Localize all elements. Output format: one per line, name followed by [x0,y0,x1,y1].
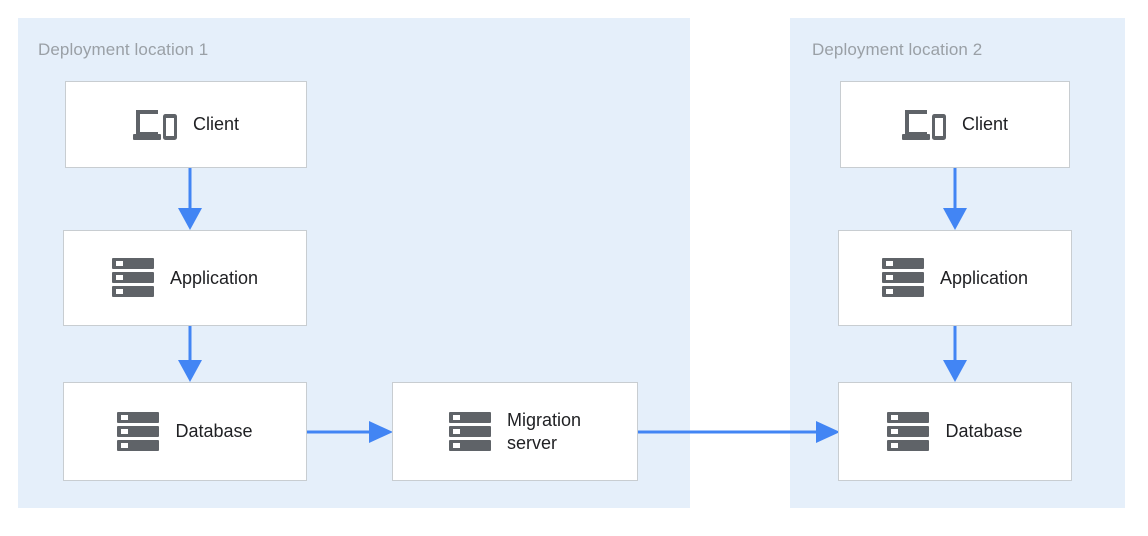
node-application-1[interactable]: Application [63,230,307,326]
node-application-2[interactable]: Application [838,230,1072,326]
node-application-1-label: Application [169,267,259,288]
deployment-zone-1-label: Deployment location 1 [38,40,209,59]
node-database-2-label: Database [945,421,1023,441]
server-icon [111,257,154,299]
connector-client2-to-application2 [933,168,977,232]
node-application-2-label: Application [939,267,1029,288]
node-client-2-label: Client [961,114,1009,134]
node-client-1[interactable]: Client [65,81,307,168]
node-migration-server[interactable]: Migration server [392,382,638,481]
devices-icon [901,107,946,143]
node-database-2[interactable]: Database [838,382,1072,481]
node-database-1-label: Database [175,421,253,441]
node-client-2[interactable]: Client [840,81,1070,168]
server-icon [117,411,160,453]
server-icon [448,411,491,453]
deployment-zone-2-label: Deployment location 2 [812,40,983,59]
server-icon [881,257,924,299]
devices-icon [132,107,177,143]
connector-application2-to-database2 [933,326,977,384]
node-client-1-label: Client [192,114,240,134]
server-icon [887,411,930,453]
connector-client1-to-application1 [168,168,212,232]
node-migration-server-label: Migration server [506,409,582,453]
connector-database1-to-migration-server [307,412,395,452]
node-database-1[interactable]: Database [63,382,307,481]
connector-migration-server-to-database2 [638,412,842,452]
connector-application1-to-database1 [168,326,212,384]
